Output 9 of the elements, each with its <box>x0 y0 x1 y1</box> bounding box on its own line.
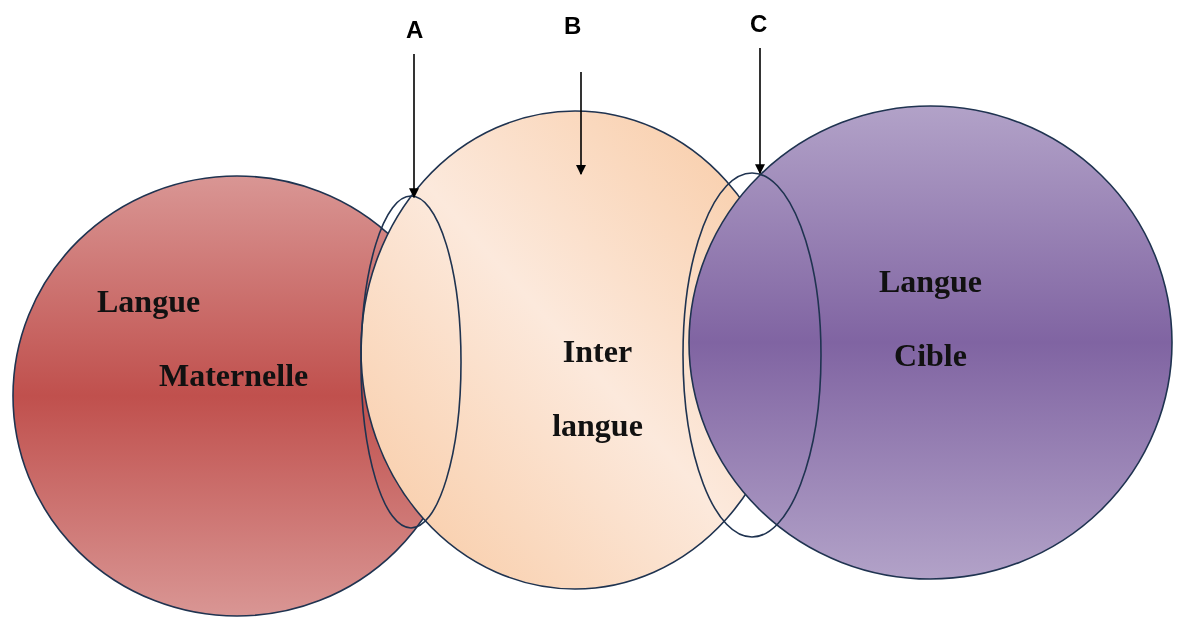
circle-label: Inter langue <box>551 332 644 445</box>
point-letter: B <box>564 12 582 40</box>
circle-label: Langue Maternelle <box>97 282 310 395</box>
circle-label: Langue Cible <box>877 262 984 375</box>
arrow <box>755 47 765 175</box>
arrow <box>576 71 586 176</box>
point-letter: A <box>406 16 424 44</box>
arrow <box>409 53 419 199</box>
point-letter: C <box>750 10 768 38</box>
